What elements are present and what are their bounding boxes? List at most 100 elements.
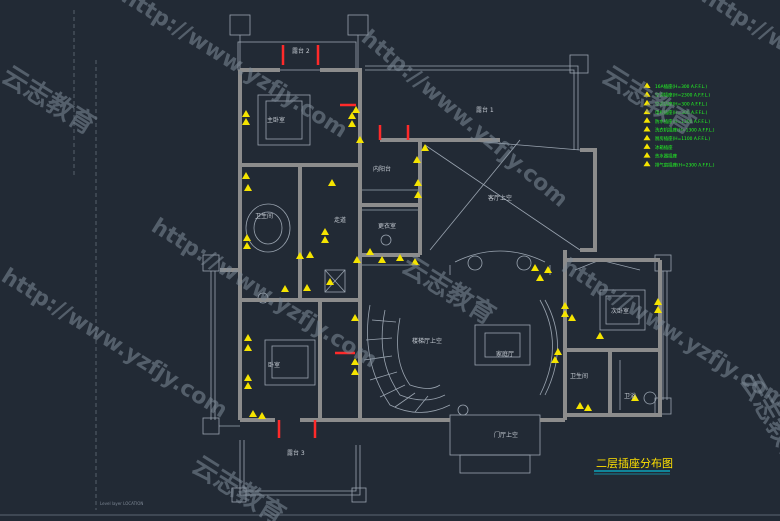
socket-symbol [243,234,251,241]
socket-symbol [249,410,257,417]
socket-symbols [242,106,662,419]
socket-symbol [321,228,329,235]
legend: 16A插座(H=300 A.F.F.L.) 空调插座(H=2300 A.F.F.L… [643,82,715,168]
socket-symbol [356,136,364,143]
socket-symbol [631,394,639,401]
room-label-bedroom-right: 次卧室 [611,307,629,315]
socket-symbol [281,285,289,292]
socket-symbol [353,256,361,263]
room-label-inner-balcony: 内阳台 [373,165,391,173]
socket-symbol [351,358,359,365]
socket-symbol [303,284,311,291]
socket-symbol [554,348,562,355]
socket-symbol [654,306,662,313]
socket-symbol [306,251,314,258]
legend-item-label: 洗衣机插座(H=1300 A.F.F.L.) [655,127,715,134]
guide-lines [73,10,97,510]
socket-symbol [414,179,422,186]
legend-symbol [643,143,651,149]
drawing-title: 二层插座分布图 [596,456,673,470]
socket-symbol [348,112,356,119]
thin-lines [202,14,672,503]
room-label-living-upper: 客厅上空 [488,194,512,202]
legend-symbol [643,117,651,123]
legend-item-label: 空调插座(H=300 A.F.F.L.) [655,100,708,107]
socket-symbol [421,144,429,151]
socket-symbol [561,302,569,309]
legend-symbol [643,160,651,167]
socket-symbol [244,344,252,351]
socket-symbol [576,402,584,409]
room-label-balcony-top-right: 露台 1 [476,106,494,114]
legend-symbol [643,134,651,141]
legend-symbol [643,152,651,158]
socket-symbol [584,404,592,411]
socket-symbol [366,248,374,255]
legend-item-label: 空调插座(H=2300 A.F.F.L.) [655,92,710,99]
socket-symbol [531,264,539,271]
watermark-brand-4: 云志教育 [186,450,291,521]
socket-symbol [352,106,360,113]
room-label-balcony-top-left: 露台 2 [292,47,310,55]
socket-symbol [396,254,404,261]
legend-item-label: 防水插座(H=1300 A.F.F.L.) [655,118,710,125]
socket-symbol [536,274,544,281]
socket-symbol [242,110,250,117]
legend-symbol [643,91,651,97]
socket-symbol [414,191,422,198]
room-label-dressing-room: 更衣室 [378,222,396,230]
socket-symbol [244,374,252,381]
socket-symbol [296,252,304,259]
socket-symbol [328,179,336,186]
socket-symbol [654,298,662,305]
legend-item-label: 厨房插座(H=1100 A.F.F.L.) [655,135,710,142]
socket-symbol [321,236,329,243]
legend-item-label: 热水器插座 [655,153,678,160]
footer-note: Level layer LOCATION [100,501,143,506]
socket-symbol [244,184,252,191]
watermark-url-3: http://www.yzfjy.com [0,264,232,424]
room-label-master-bath: 卫生间 [255,212,273,220]
walls [220,68,662,422]
socket-symbol [561,310,569,317]
room-label-toilet-right: 卫生间 [570,372,588,380]
room-label-hallway: 走道 [334,216,346,224]
socket-symbol [326,278,334,285]
legend-item-label: 电视插座(H=300 A.F.F.L.) [655,109,708,116]
room-label-bedroom-left: 卧室 [268,361,280,369]
socket-symbol [378,256,386,263]
watermark-brand-1: 云志教育 [0,60,101,141]
watermark-brand-3: 云志教育 [396,250,501,331]
room-label-entry-upper: 门厅上空 [494,431,518,439]
room-label-master-bedroom: 主卧室 [267,116,285,124]
legend-symbol [643,99,651,106]
socket-symbol [544,266,552,273]
socket-symbol [243,242,251,249]
socket-symbol [348,120,356,127]
room-labels: 露台 2 主卧室 露台 1 内阳台 卫生间 走道 更衣室 客厅上空 楼梯厅上空 … [255,47,636,457]
socket-symbol [411,258,419,265]
door-marks [277,45,410,438]
legend-symbol [643,108,651,115]
room-label-stair-hall-upper: 楼梯厅上空 [412,337,442,345]
legend-item-label: 冰箱插座 [655,144,673,151]
socket-symbol [413,156,421,163]
legend-item-label: 16A插座(H=300 A.F.F.L.) [655,83,707,90]
legend-item-label: 排气扇插座(H=2300 A.F.F.L.) [655,161,715,168]
socket-symbol [568,314,576,321]
socket-symbol [258,412,266,419]
room-label-terrace-bottom: 露台 3 [287,449,305,457]
socket-symbol [244,334,252,341]
room-label-family-room: 家庭厅 [496,350,514,358]
legend-symbol [643,126,651,132]
watermark-url-4: http://www.yzfjy.com [356,25,572,212]
watermark-url-2: http://www.yzfjy.com [147,214,382,374]
socket-symbol [244,382,252,389]
watermark-url-1: http://www.yzfjy.com [117,0,352,144]
socket-symbol [351,368,359,375]
socket-symbol [596,332,604,339]
socket-symbol [242,172,250,179]
room-label-bath-right: 卫浴 [624,392,636,400]
